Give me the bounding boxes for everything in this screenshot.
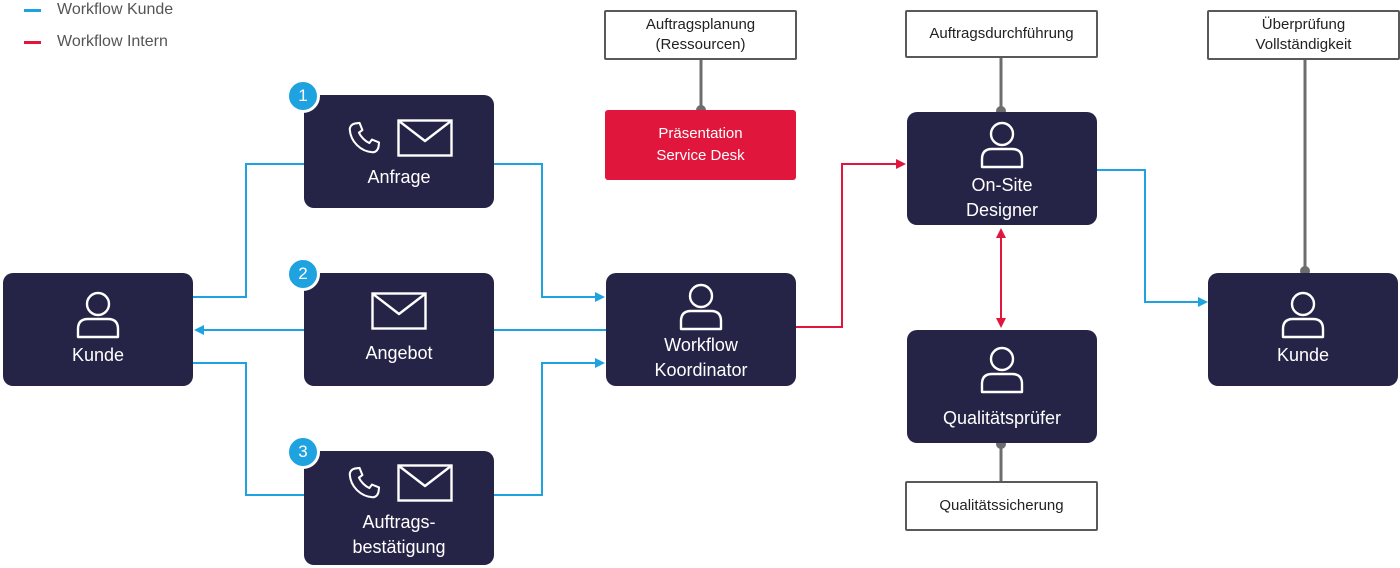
connector-anfrage-to-koordinator — [494, 163, 605, 302]
phone-icon — [348, 121, 381, 154]
envelope-icon — [397, 464, 453, 502]
node-label: Workflow Koordinator — [654, 335, 748, 380]
node-label: On-Site Designer — [965, 175, 1039, 220]
annotation-auftragsplanung: Auftragsplanung (Ressourcen) — [604, 10, 797, 60]
step-badge-2: 2 — [286, 257, 320, 291]
connector-koordinator-to-designer — [796, 159, 906, 328]
legend-label: Workflow Kunde — [57, 1, 174, 18]
person-icon — [980, 121, 1024, 169]
legend-item-workflow-kunde: Workflow Kunde — [24, 1, 173, 19]
phone-icon — [348, 466, 381, 499]
node-kunde-left: Kunde — [3, 273, 193, 386]
node-label: Angebot — [365, 343, 433, 363]
step-badge-3: 3 — [286, 435, 320, 469]
node-qualitaetspruefer: Qualitätsprüfer — [907, 330, 1097, 443]
node-icons — [345, 119, 453, 157]
person-icon — [980, 346, 1024, 394]
node-kunde-right: Kunde — [1208, 273, 1398, 386]
connector-kunde-to-auftragsbestaetigung — [193, 362, 305, 496]
legend-swatch-blue — [24, 8, 41, 12]
node-anfrage: Anfrage — [304, 95, 494, 208]
node-label: Qualitätsprüfer — [942, 408, 1062, 428]
annotation-auftragsdurchfuehrung: Auftragsdurchführung — [905, 10, 1098, 58]
step-badge-1: 1 — [286, 79, 320, 113]
annotation-praesentation-service-desk: Präsentation Service Desk — [605, 110, 796, 180]
annotation-ueberpruefung-vollstaendigkeit: Überprüfung Vollständigkeit — [1207, 10, 1400, 60]
legend-item-workflow-intern: Workflow Intern — [24, 33, 168, 51]
legend-label: Workflow Intern — [57, 33, 168, 50]
node-auftragsbestaetigung: Auftrags- bestätigung — [304, 451, 494, 565]
node-label: Kunde — [71, 345, 125, 365]
envelope-icon — [397, 119, 453, 157]
node-label: Auftrags- bestätigung — [352, 512, 446, 557]
node-label: Anfrage — [367, 167, 431, 187]
connector-kunde-to-anfrage — [193, 163, 305, 298]
node-angebot: Angebot — [304, 273, 494, 386]
legend-swatch-red — [24, 40, 41, 44]
annotation-qualitaetssicherung: Qualitätssicherung — [905, 481, 1098, 531]
node-label: Kunde — [1276, 345, 1330, 365]
node-workflow-koordinator: Workflow Koordinator — [606, 273, 796, 386]
person-icon — [679, 283, 723, 331]
node-on-site-designer: On-Site Designer — [907, 112, 1097, 225]
connector-auftragsbestaetigung-to-koordinator — [494, 358, 605, 496]
envelope-icon — [371, 292, 427, 330]
node-icons — [345, 464, 453, 502]
person-icon — [76, 291, 120, 339]
connector-designer-to-kunde — [1097, 169, 1208, 307]
person-icon — [1281, 291, 1325, 339]
